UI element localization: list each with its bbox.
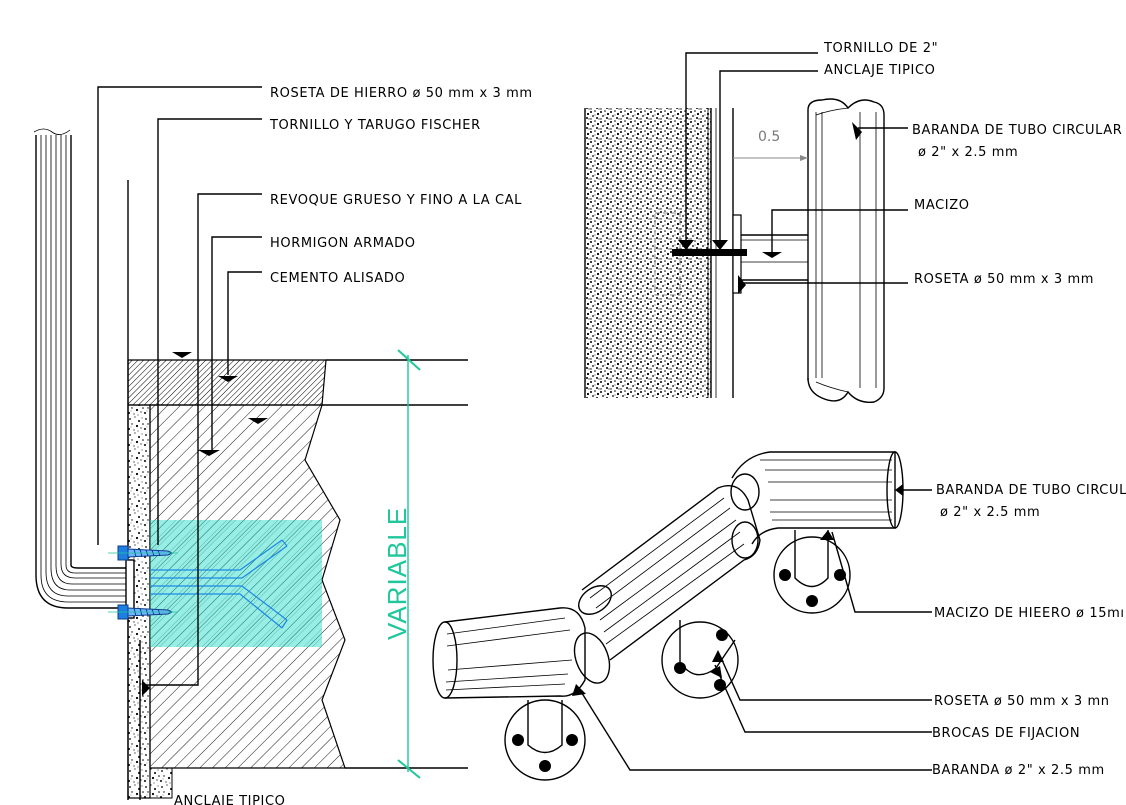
anchor-bar	[150, 539, 288, 629]
left-leader-lines	[97, 86, 268, 800]
vertical-tube	[807, 98, 885, 403]
variable-dimension: VARIABLE	[382, 349, 421, 779]
left-section-detail: VARIABLE ROSETA DE HIERRO ø 50 mm x 3 mm…	[33, 86, 533, 805]
rosette-plate	[125, 559, 135, 619]
fischer-screw-bottom	[108, 604, 178, 620]
label-baranda-top-2: ø 2" x 2.5 mm	[918, 145, 1018, 160]
label-roseta-top: ROSETA ø 50 mm x 3 mm	[914, 272, 1094, 287]
label-anclaje-top: ANCLAJE TIPICO	[824, 63, 935, 78]
dimension-0-5: 0.5	[758, 129, 780, 145]
label-baranda-bottom-2: ø 2" x 2.5 mm	[940, 505, 1040, 520]
dimension-variable-label: VARIABLE	[382, 507, 412, 640]
label-baranda-bottom-1: BARANDA DE TUBO CIRCULA	[936, 483, 1126, 498]
label-macizo-bottom: MACIZO DE HIEERO ø 15mı	[934, 606, 1125, 621]
fischer-screw-top	[108, 545, 178, 561]
bottom-right-isometric: BARANDA DE TUBO CIRCULA ø 2" x 2.5 mm MA…	[432, 451, 1126, 781]
label-baranda-small: BARANDA ø 2" x 2.5 mm	[932, 763, 1105, 778]
post-rosette-1	[504, 699, 586, 781]
tube-diagonal	[573, 473, 761, 684]
label-anclaje-left: ANCLAJE TIPICO	[174, 794, 285, 805]
label-hormigon: HORMIGON ARMADO	[270, 236, 416, 251]
post-rosette-3	[773, 530, 851, 614]
label-roseta-bottom: ROSETA ø 50 mm x 3 mn	[934, 694, 1110, 709]
post-rosette-2	[661, 620, 739, 699]
label-roseta-hierro: ROSETA DE HIERRO ø 50 mm x 3 mm	[270, 86, 533, 101]
tube-lower	[432, 607, 586, 699]
handrail-pipe	[33, 128, 128, 609]
label-tornillo-tarugo: TORNILLO Y TARUGO FISCHER	[269, 118, 481, 133]
top-right-plan-detail: 0.5 TORNILLO DE 2" ANCLAJE TIPICO BARAND…	[584, 41, 1122, 403]
label-brocas: BROCAS DE FIJACION	[932, 726, 1080, 741]
label-cemento: CEMENTO ALISADO	[270, 271, 405, 286]
label-tornillo-2: TORNILLO DE 2"	[823, 41, 938, 56]
label-macizo-top: MACIZO	[914, 198, 970, 213]
label-baranda-top-1: BARANDA DE TUBO CIRCULAR	[912, 123, 1122, 138]
label-revoque: REVOQUE GRUESO Y FINO A LA CAL	[270, 193, 522, 208]
